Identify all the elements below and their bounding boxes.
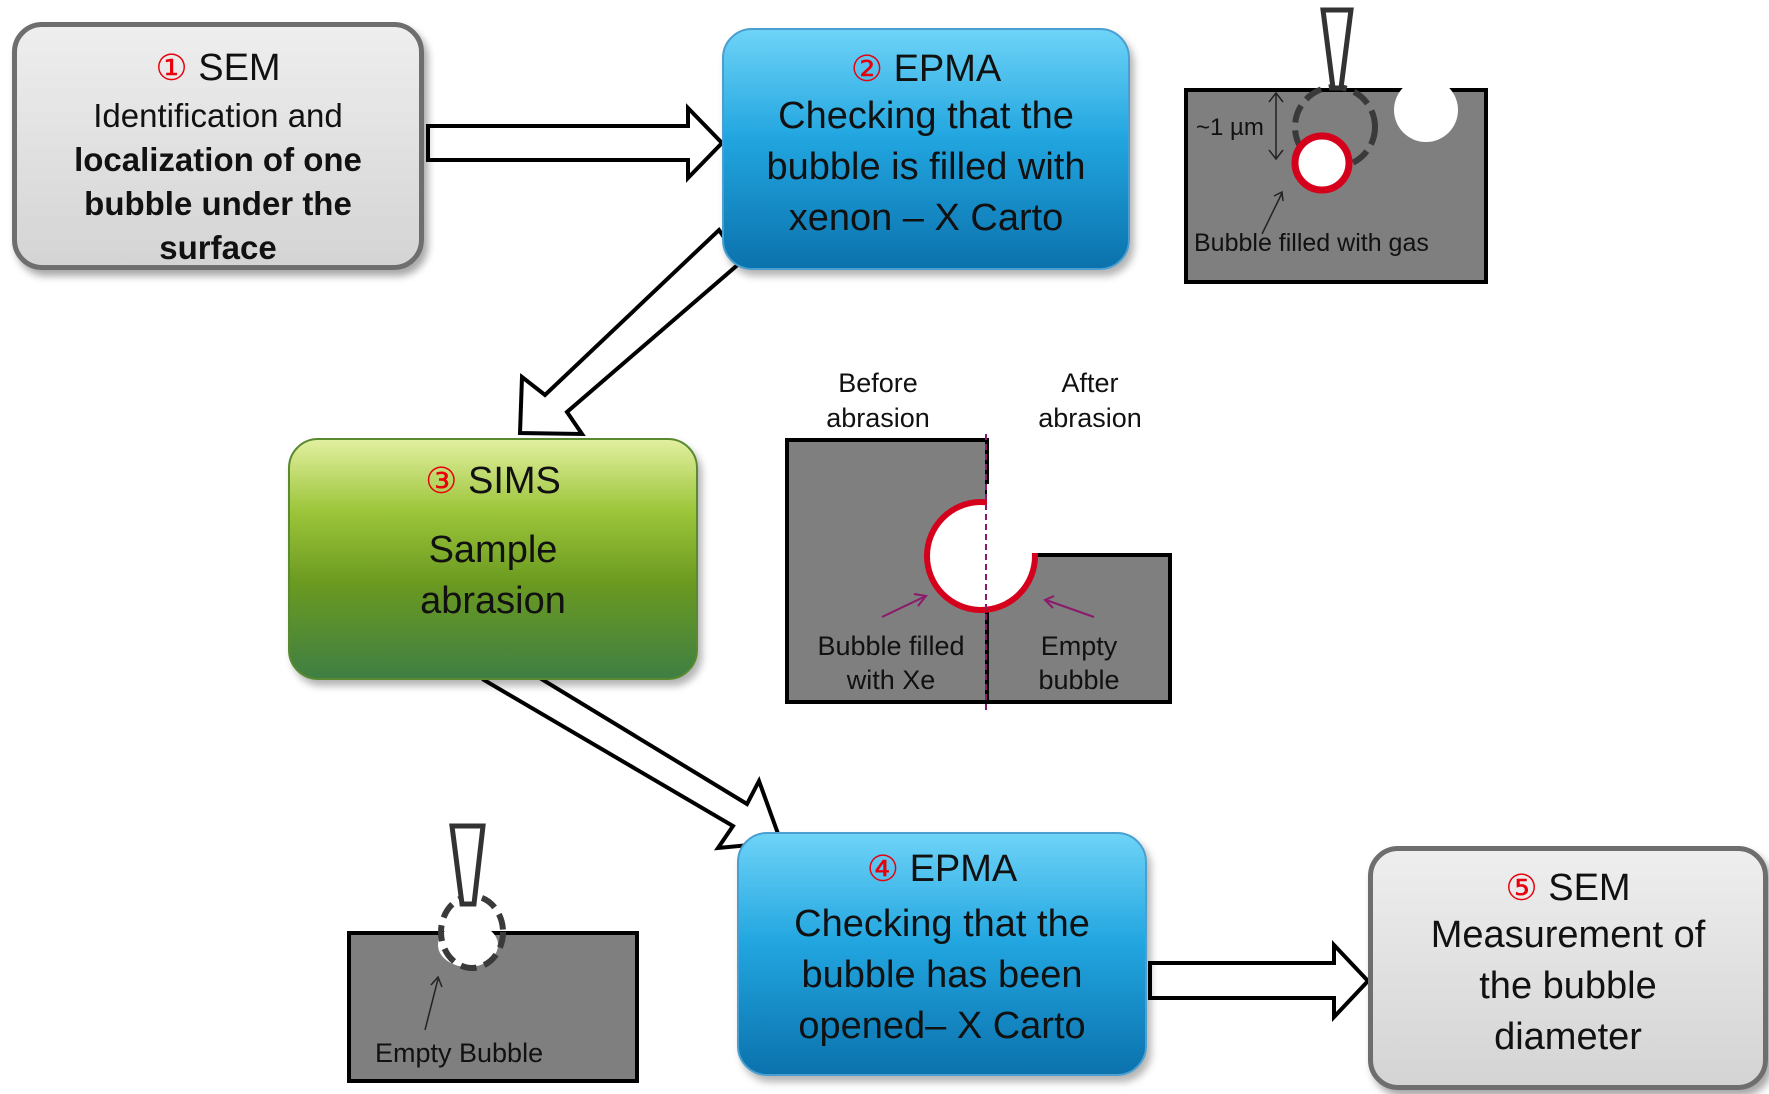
step-3-title: ③ SIMS <box>290 460 696 503</box>
step-2-number: ② <box>850 48 883 89</box>
arrow-epma-to-sims <box>517 226 744 437</box>
step-4-title: ④ EPMA <box>739 848 1145 891</box>
step-5-number: ⑤ <box>1505 867 1538 908</box>
gas-bubble-caption: Bubble filled with gas <box>1194 229 1429 257</box>
step-5-title: ⑤ SEM <box>1373 867 1763 910</box>
scale-label: ~1 µm <box>1196 114 1264 141</box>
step-2-epma-box: ② EPMA Checking that the bubble is fille… <box>722 28 1130 270</box>
arrow-sims-to-epma <box>481 649 784 851</box>
before-label: Before abrasion <box>826 368 930 433</box>
step-1-line1: Identification and <box>93 97 343 134</box>
step-5-sem-box: ⑤ SEM Measurement of the bubble diameter <box>1368 846 1768 1090</box>
arrow-sem-to-epma <box>426 103 725 183</box>
arrow-epma-to-sem <box>1148 939 1371 1023</box>
step-3-number: ③ <box>425 460 458 501</box>
after-label: After abrasion <box>1038 368 1142 433</box>
xe-bubble-caption: Bubble filled with Xe <box>817 631 965 695</box>
step-4-epma-box: ④ EPMA Checking that the bubble has been… <box>737 832 1147 1076</box>
step-3-text: Sample abrasion <box>420 529 566 622</box>
step-5-label: SEM <box>1548 867 1631 909</box>
step-1-title: ① SEM <box>17 47 419 90</box>
step-4-label: EPMA <box>909 848 1018 890</box>
step-3-label: SIMS <box>467 460 561 502</box>
step-3-sims-box: ③ SIMS Sample abrasion <box>288 438 698 680</box>
empty-bubble-caption: Empty bubble <box>1038 631 1120 695</box>
step-2-title: ② EPMA <box>724 48 1128 91</box>
step-1-number: ① <box>155 47 188 88</box>
step-4-number: ④ <box>866 848 899 889</box>
step-1-label: SEM <box>198 47 281 89</box>
step-2-label: EPMA <box>893 48 1002 90</box>
step-5-text: Measurement of the bubble diameter <box>1430 914 1706 1058</box>
step-1-sem-box: ① SEM Identification and localization of… <box>12 22 424 270</box>
step-2-text: Checking that the bubble is filled with … <box>766 95 1086 239</box>
empty-bubble-label: Empty Bubble <box>375 1038 544 1068</box>
step-1-bold-text: localization of one bubble under the sur… <box>74 141 362 266</box>
step-4-text: Checking that the bubble has been opened… <box>794 903 1090 1047</box>
